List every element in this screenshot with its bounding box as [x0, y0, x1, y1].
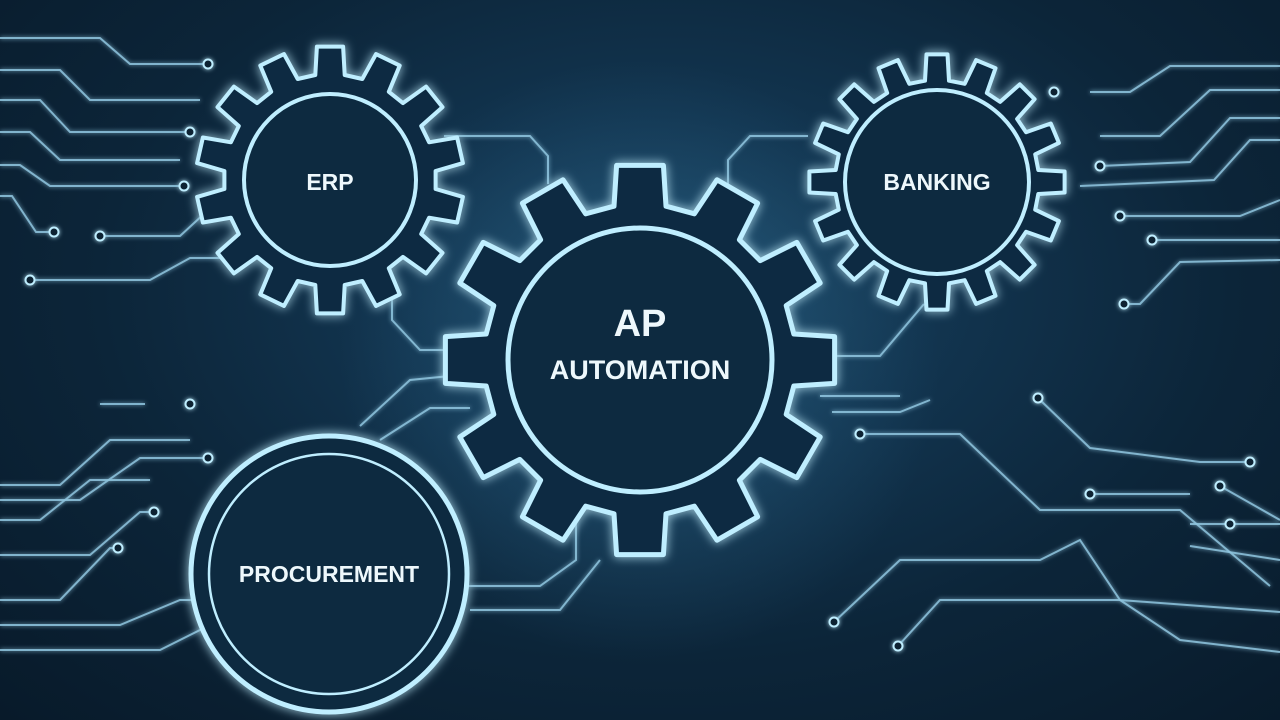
circuit-trace — [0, 439, 190, 486]
circuit-node-dot — [1118, 298, 1130, 310]
circuit-trace — [466, 506, 577, 587]
circuit-trace — [1189, 545, 1280, 561]
circuit-node-dot — [828, 616, 840, 628]
circuit-trace — [1037, 397, 1250, 463]
banking-label: BANKING — [883, 169, 990, 195]
center-title-line1: AP — [614, 303, 667, 345]
circuit-node-dot — [1214, 480, 1226, 492]
circuit-trace — [0, 99, 190, 133]
circuit-trace — [1099, 117, 1280, 167]
circuit-node-dot — [1048, 86, 1060, 98]
circuit-trace — [444, 135, 549, 184]
circuit-trace — [1219, 485, 1280, 521]
procurement-label: PROCUREMENT — [239, 561, 419, 587]
circuit-node-dot — [148, 506, 160, 518]
center-gear-hub-ring — [505, 225, 775, 495]
erp-gear — [195, 44, 465, 316]
circuit-node-dot — [854, 428, 866, 440]
circuit-node-dot — [1114, 210, 1126, 222]
circuit-trace — [0, 599, 200, 626]
circuit-node-dot — [1146, 234, 1158, 246]
circuit-trace — [727, 135, 808, 184]
circuit-trace — [897, 599, 1280, 653]
circuit-trace — [0, 511, 154, 556]
circuit-trace — [0, 131, 180, 161]
gears — [195, 44, 1067, 558]
circuit-trace — [1100, 89, 1280, 137]
circuit-trace — [470, 559, 601, 611]
circuit-trace — [1090, 65, 1280, 93]
circuit-trace — [0, 479, 150, 521]
circuit-node-dot — [1084, 488, 1096, 500]
circuit-node-dot — [1094, 160, 1106, 172]
circuit-trace — [0, 629, 212, 651]
circuit-node-dot — [48, 226, 60, 238]
procurement-node — [188, 433, 470, 715]
circuit-trace — [832, 399, 931, 413]
circuit-trace — [0, 164, 184, 187]
circuit-node-dot — [178, 180, 190, 192]
circuit-trace — [1120, 199, 1280, 217]
circuit-node-dot — [1032, 392, 1044, 404]
circuit-node-dot — [1244, 456, 1256, 468]
circuit-trace — [1124, 259, 1280, 305]
circuit-node-dot — [24, 274, 36, 286]
circuit-trace — [1079, 139, 1280, 187]
center-gear — [442, 162, 838, 558]
circuit-node-dot — [94, 230, 106, 242]
circuit-trace — [379, 407, 470, 441]
circuit-node-dot — [892, 640, 904, 652]
circuit-node-dot — [202, 58, 214, 70]
banking-gear-hub-ring — [843, 88, 1031, 276]
circuit-node-dot — [112, 542, 124, 554]
circuit-trace — [833, 538, 1280, 623]
circuit-trace — [0, 37, 208, 65]
erp-label: ERP — [306, 169, 353, 195]
circuit-node-dot — [184, 398, 196, 410]
erp-gear-hub-ring — [242, 92, 418, 268]
circuit-node-dot — [202, 452, 214, 464]
circuit-trace — [860, 433, 1271, 587]
circuit-node-dot — [1224, 518, 1236, 530]
banking-gear — [807, 52, 1067, 312]
center-title-line2: AUTOMATION — [550, 355, 730, 385]
circuit-trace — [0, 69, 200, 101]
circuit-trace — [0, 195, 54, 233]
circuit-trace — [30, 257, 240, 281]
circuit-node-dot — [184, 126, 196, 138]
